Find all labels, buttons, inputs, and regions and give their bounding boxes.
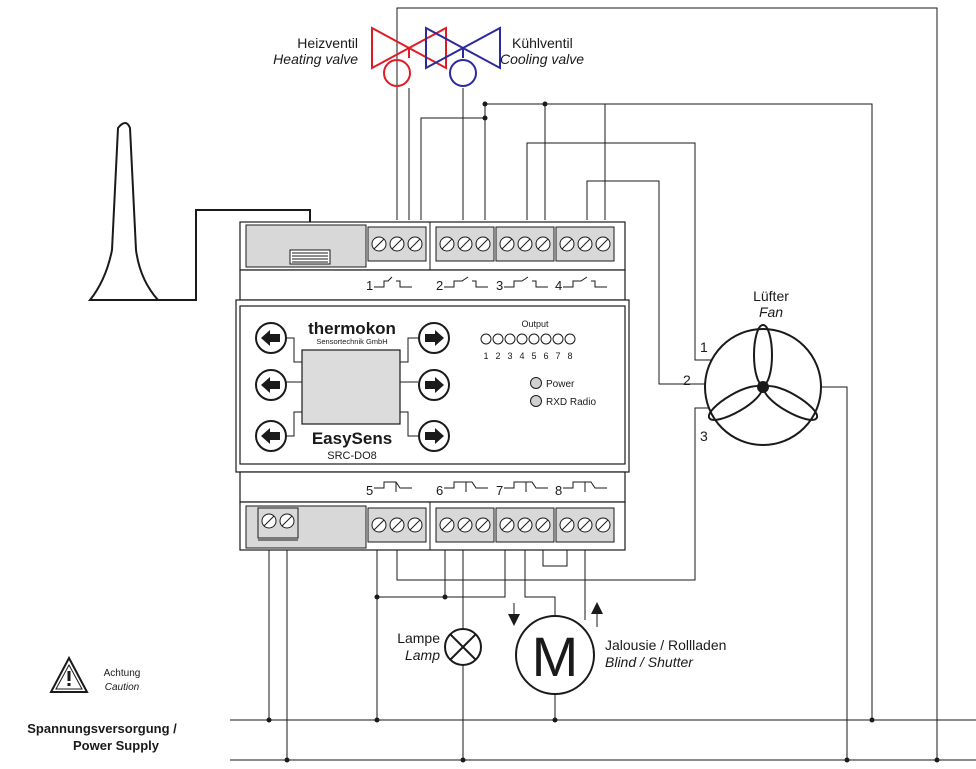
arrow-right-icon bbox=[425, 428, 444, 444]
lamp-icon bbox=[444, 628, 482, 666]
terminal-group-2 bbox=[435, 226, 495, 262]
terminal-group-5 bbox=[367, 507, 427, 543]
arrow-left-icon bbox=[261, 330, 280, 346]
right-button-3[interactable] bbox=[418, 420, 450, 452]
terminal-group-6 bbox=[435, 507, 495, 543]
terminal-group-1 bbox=[367, 226, 427, 262]
relay-label-6: 6 bbox=[436, 483, 443, 498]
output-number-8: 8 bbox=[567, 351, 572, 361]
fan bbox=[704, 324, 822, 446]
lamp-label-en: Lamp bbox=[405, 647, 440, 663]
output-label: Output bbox=[521, 319, 549, 329]
terminal-group-8 bbox=[555, 507, 615, 543]
relay-symbols-top: 1 2 3 4 bbox=[366, 276, 607, 293]
output-number-7: 7 bbox=[555, 351, 560, 361]
relay-label-3: 3 bbox=[496, 278, 503, 293]
power-led: Power bbox=[530, 377, 575, 390]
heating-valve-label-de: Heizventil bbox=[297, 35, 358, 51]
left-button-1[interactable] bbox=[255, 322, 287, 354]
output-number-1: 1 bbox=[483, 351, 488, 361]
right-button-2[interactable] bbox=[418, 369, 450, 401]
output-number-4: 4 bbox=[519, 351, 524, 361]
motor-label-de: Jalousie / Rollladen bbox=[605, 637, 726, 653]
warning-triangle-icon bbox=[49, 655, 89, 693]
fan-speed-1: 1 bbox=[700, 339, 708, 355]
rxd-led: RXD Radio bbox=[530, 395, 596, 408]
rxd-label: RXD Radio bbox=[546, 397, 596, 408]
arrow-right-icon bbox=[425, 377, 444, 393]
fan-label-en: Fan bbox=[759, 304, 783, 320]
motor-label-en: Blind / Shutter bbox=[605, 654, 694, 670]
motor: M bbox=[515, 615, 595, 695]
cooling-valve-label-en: Cooling valve bbox=[500, 51, 584, 67]
down-arrow-icon bbox=[508, 603, 520, 626]
heating-valve-icon bbox=[371, 26, 447, 87]
antenna-icon bbox=[87, 122, 161, 301]
antenna-coil-icon bbox=[289, 249, 331, 265]
right-button-1[interactable] bbox=[418, 322, 450, 354]
output-leds bbox=[480, 333, 576, 345]
output-number-3: 3 bbox=[507, 351, 512, 361]
output-number-2: 2 bbox=[495, 351, 500, 361]
terminal-group-3 bbox=[495, 226, 555, 262]
brand-logo: thermokon bbox=[308, 319, 396, 338]
fan-speed-2: 2 bbox=[683, 372, 691, 388]
lamp-label-de: Lampe bbox=[397, 630, 440, 646]
device-front-panel: thermokon Sensortechnik GmbH EasySens SR… bbox=[255, 319, 596, 462]
cooling-valve-label-de: Kühlventil bbox=[512, 35, 573, 51]
heating-valve-label-en: Heating valve bbox=[273, 51, 358, 67]
terminal-group-7 bbox=[495, 507, 555, 543]
wiring bbox=[158, 7, 976, 763]
power-supply-label-en: Power Supply bbox=[73, 738, 160, 753]
relay-label-8: 8 bbox=[555, 483, 562, 498]
left-button-2[interactable] bbox=[255, 369, 287, 401]
relay-label-5: 5 bbox=[366, 483, 373, 498]
power-label: Power bbox=[546, 379, 575, 390]
relay-label-7: 7 bbox=[496, 483, 503, 498]
output-numbers: 1 2 3 4 5 6 7 8 bbox=[483, 351, 572, 361]
terminal-block-bottom bbox=[257, 507, 615, 543]
power-supply-label-de: Spannungsversorgung / bbox=[27, 721, 177, 736]
relay-label-2: 2 bbox=[436, 278, 443, 293]
terminal-group-4 bbox=[555, 226, 615, 262]
up-arrow-icon bbox=[591, 602, 603, 627]
terminal-block-top bbox=[367, 226, 615, 262]
arrow-right-icon bbox=[425, 330, 444, 346]
relay-label-4: 4 bbox=[555, 278, 562, 293]
fan-label-de: Lüfter bbox=[753, 288, 789, 304]
arrow-left-icon bbox=[261, 377, 280, 393]
arrow-left-icon bbox=[261, 428, 280, 444]
left-button-3[interactable] bbox=[255, 420, 287, 452]
device-model: SRC-DO8 bbox=[327, 450, 377, 462]
caution-label-de: Achtung bbox=[104, 668, 141, 679]
caution-label-en: Caution bbox=[105, 682, 140, 693]
lcd-display bbox=[301, 349, 401, 425]
motor-symbol: M bbox=[532, 625, 579, 688]
output-number-6: 6 bbox=[543, 351, 548, 361]
output-number-5: 5 bbox=[531, 351, 536, 361]
power-terminal bbox=[257, 507, 299, 541]
relay-symbols-bottom: 5 6 7 8 bbox=[366, 481, 607, 498]
fan-speed-3: 3 bbox=[700, 428, 708, 444]
cooling-valve-icon bbox=[425, 26, 501, 87]
brand-subtitle: Sensortechnik GmbH bbox=[316, 337, 387, 346]
device-name: EasySens bbox=[312, 429, 392, 448]
relay-label-1: 1 bbox=[366, 278, 373, 293]
